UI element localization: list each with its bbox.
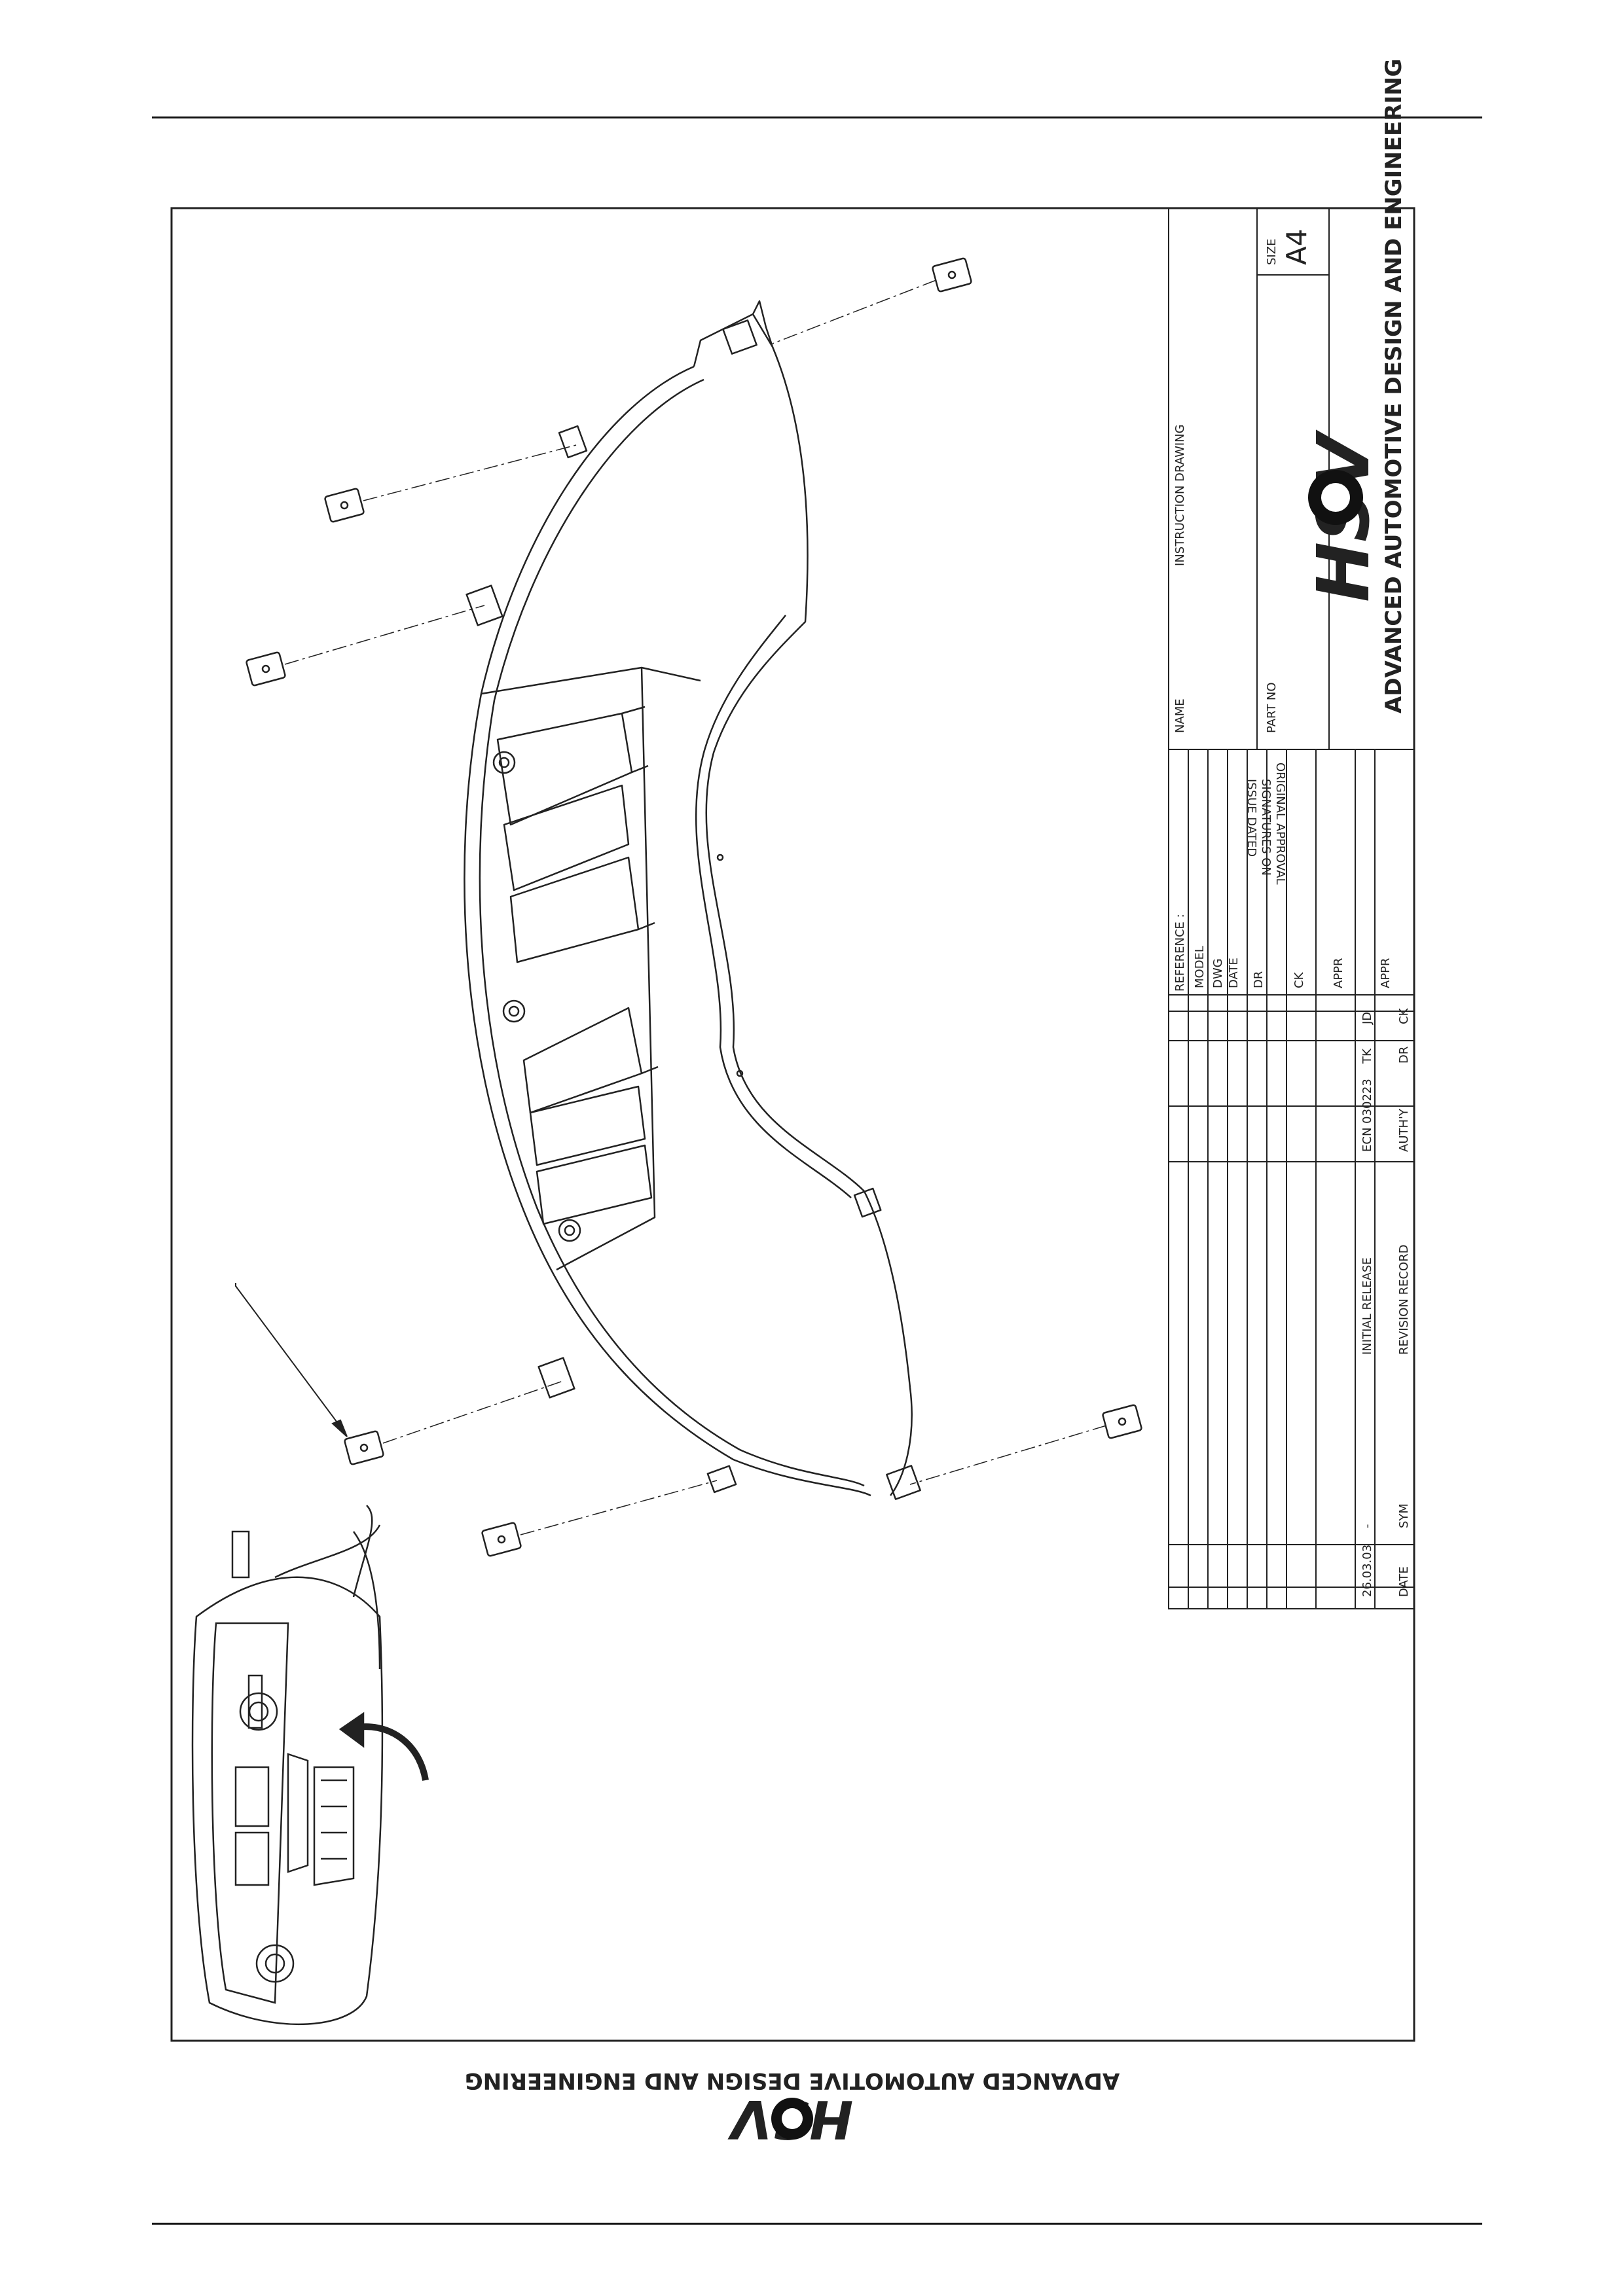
- rev-description-header: REVISION RECORD: [1397, 1244, 1411, 1355]
- rev-ck-value: JD: [1360, 1012, 1374, 1025]
- rev-sym-value: -: [1360, 1524, 1374, 1529]
- rev-date-value: 26.03.03: [1360, 1545, 1374, 1597]
- size-value: A4: [1281, 229, 1313, 265]
- title-block-texts: NAME INSTRUCTION DRAWING PART NO SIZE A4…: [1173, 59, 1411, 1597]
- name-value: INSTRUCTION DRAWING: [1173, 424, 1187, 566]
- reference-label: REFERENCE :: [1173, 914, 1187, 992]
- ck-label: CK: [1292, 971, 1306, 988]
- pointer-arrow: [235, 1283, 348, 1437]
- rev-description-value: INITIAL RELEASE: [1360, 1257, 1374, 1355]
- size-label: SIZE: [1265, 239, 1279, 265]
- rev-date-header: DATE: [1397, 1566, 1411, 1597]
- liner-mounting-brackets: [465, 319, 921, 1500]
- date-label: DATE: [1227, 958, 1241, 988]
- wheel-arch-liner-part: [464, 300, 921, 1500]
- clip-1: [932, 257, 972, 293]
- hsv-logo-emblem: [1308, 470, 1363, 525]
- clip-3: [246, 651, 286, 687]
- rev-authy-header: AUTH'Y: [1397, 1108, 1411, 1152]
- appr2-label: APPR: [1379, 958, 1393, 988]
- footer-company: ADVANCED AUTOMOTIVE DESIGN AND ENGINEERI…: [465, 2068, 1120, 2094]
- name-label: NAME: [1173, 698, 1187, 733]
- rev-dr-value: TK: [1360, 1048, 1374, 1064]
- clip-4: [344, 1430, 384, 1465]
- title-block-company: ADVANCED AUTOMOTIVE DESIGN AND ENGINEERI…: [1381, 59, 1407, 713]
- model-label: MODEL: [1193, 946, 1207, 988]
- clip-2: [324, 488, 365, 523]
- clip-5: [481, 1522, 522, 1557]
- rev-sym-header: SYM: [1397, 1503, 1411, 1528]
- dwg-label: DWG: [1211, 958, 1225, 988]
- title-block: [1168, 207, 1415, 1609]
- fastener-clips: [246, 257, 1142, 1557]
- bottom-rule: [152, 2223, 1482, 2225]
- top-rule: [152, 117, 1482, 118]
- dr-label: DR: [1252, 971, 1266, 988]
- leader-lines: [284, 279, 1107, 1535]
- appr-label: APPR: [1332, 958, 1345, 988]
- signatures-line-2: SIGNATURES ON: [1259, 779, 1273, 876]
- signatures-line-1: ORIGINAL APPROVAL: [1273, 762, 1287, 885]
- signatures-line-3: ISSUE DATED: [1245, 779, 1258, 857]
- rev-dr-header: DR: [1397, 1047, 1411, 1064]
- clip-6: [1102, 1404, 1142, 1439]
- footer-brand: ADVANCED AUTOMOTIVE DESIGN AND ENGINEERI…: [465, 2068, 1120, 2149]
- rev-authy-value: ECN 030223: [1360, 1079, 1374, 1152]
- rev-ck-header: CK: [1397, 1007, 1411, 1024]
- part-no-label: PART NO: [1265, 682, 1279, 733]
- vent-slots: [496, 706, 659, 1225]
- vehicle-inset-illustration: [191, 1505, 429, 2026]
